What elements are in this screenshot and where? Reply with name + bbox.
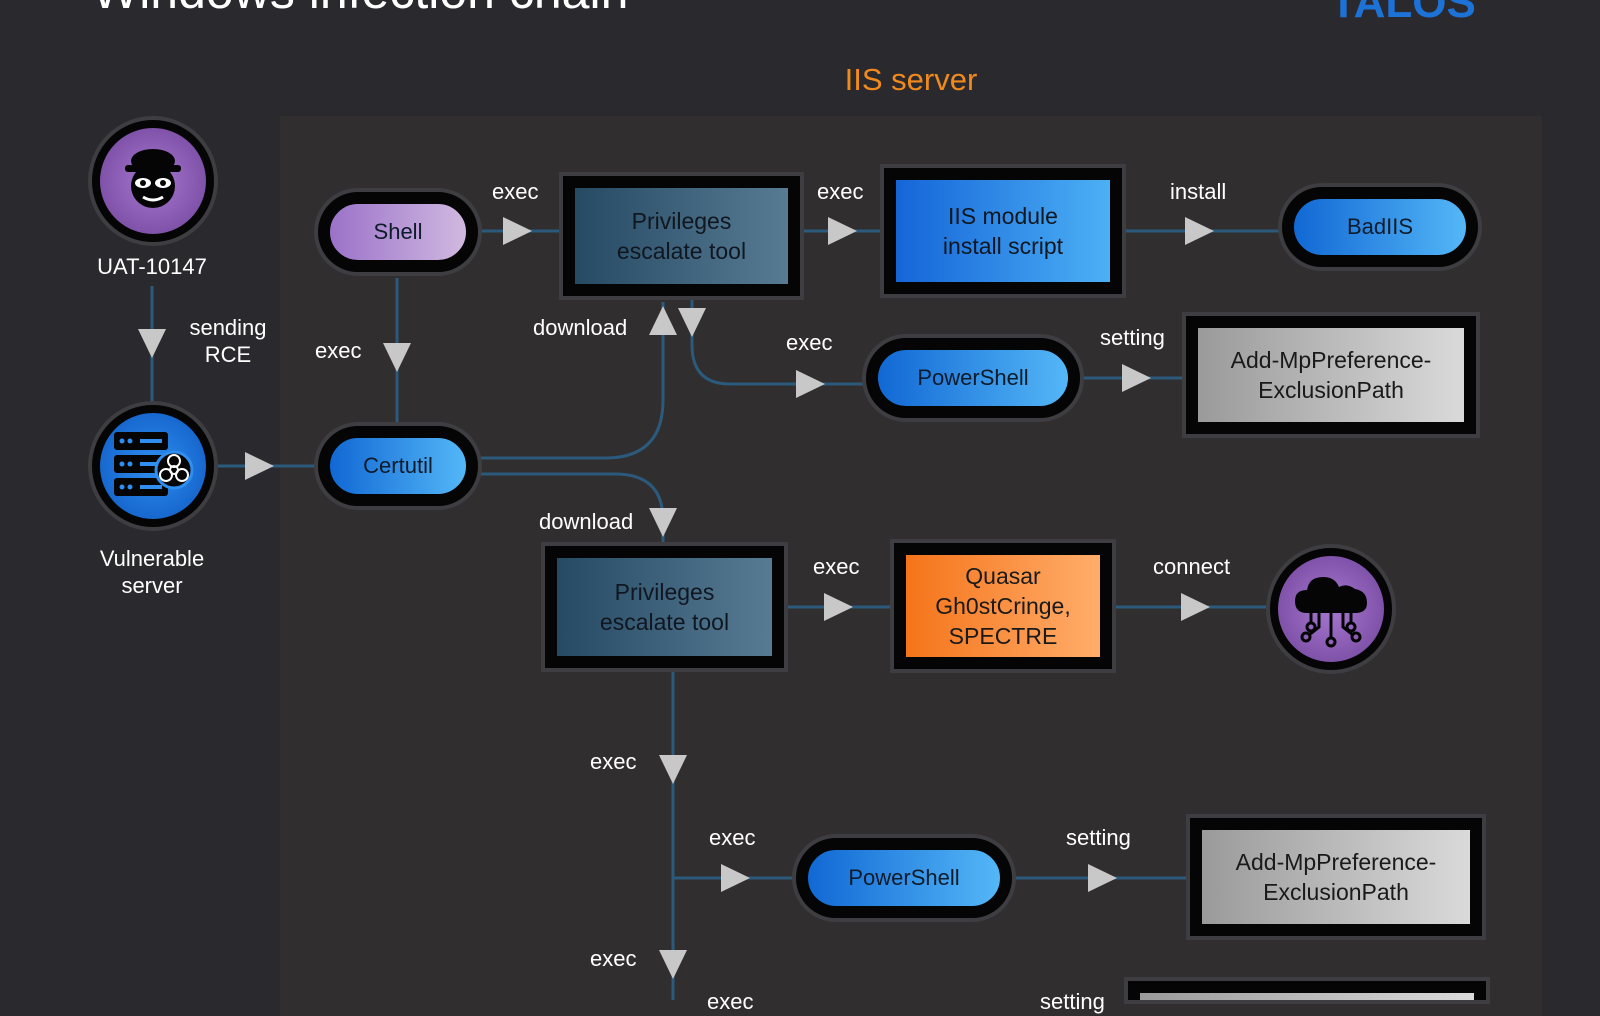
- hacker-icon: [125, 149, 181, 208]
- arrow-download-priv1: [649, 306, 677, 335]
- exec-cut-label: exec: [707, 989, 754, 1014]
- iis-module-line1: IIS module: [948, 203, 1058, 229]
- shell-node: Shell: [318, 192, 478, 272]
- powershell-1-label: PowerShell: [917, 365, 1029, 390]
- iis-module-install-script: IIS module install script: [884, 168, 1122, 294]
- quasar-line3: SPECTRE: [948, 623, 1058, 649]
- quasar-line2: Gh0stCringe,: [935, 593, 1071, 619]
- arrow-quasar-c2: [1181, 593, 1210, 621]
- infected-server-icon: [114, 432, 194, 496]
- badiis-node: BadIIS: [1282, 187, 1478, 267]
- arrow-shell-priv1: [503, 217, 532, 245]
- shell-exec-label: exec: [492, 179, 539, 204]
- vulnerable-server-label: Vulnerable server: [62, 545, 242, 599]
- addmp-2-line2: ExclusionPath: [1263, 879, 1409, 905]
- download-2-label: download: [539, 509, 634, 534]
- powershell-2-label: PowerShell: [848, 865, 960, 890]
- cloud-network-icon: [1295, 577, 1367, 648]
- ps2-exec-label: exec: [709, 825, 756, 850]
- iis-module-line2: install script: [942, 233, 1064, 259]
- vulnerable-server-label-line1: Vulnerable: [99, 546, 205, 571]
- shell-label: Shell: [373, 219, 423, 244]
- vulnerable-server-node: [92, 405, 214, 527]
- rce-label: RCE: [204, 342, 252, 367]
- edge-priv1-ps1: [690, 300, 866, 386]
- talos-logo: TALOS: [1330, 0, 1476, 27]
- arrow-shell-certutil: [383, 343, 411, 372]
- privileges-escalate-tool-2: Privileges escalate tool: [545, 546, 784, 668]
- sending-label: sending: [189, 315, 267, 340]
- priv-tool-1-line2: escalate tool: [616, 238, 747, 264]
- priv1-exec-label: exec: [817, 179, 864, 204]
- arrow-exec-down-1: [659, 755, 687, 784]
- region-title: IIS server: [844, 62, 978, 97]
- addmp-2-line1: Add-MpPreference-: [1235, 849, 1437, 875]
- ps1-exec-label: exec: [786, 330, 833, 355]
- exec-down-1-label: exec: [590, 749, 637, 774]
- setting-cut-label: setting: [1040, 989, 1105, 1014]
- edge-certutil-priv1: [478, 302, 665, 460]
- certutil-label: Certutil: [363, 453, 433, 478]
- arrow-priv1-iis: [828, 217, 857, 245]
- setting-1-label: setting: [1100, 325, 1165, 350]
- add-mppreference-node-3-partial: [1128, 981, 1486, 1000]
- priv2-exec-label: exec: [813, 554, 860, 579]
- powershell-node-1: PowerShell: [866, 338, 1080, 418]
- addmp-1-line1: Add-MpPreference-: [1230, 347, 1432, 373]
- actor-node: [92, 120, 214, 242]
- connect-label: connect: [1153, 554, 1231, 579]
- c2-cloud-node: [1270, 548, 1392, 670]
- quasar-line1: Quasar: [965, 563, 1041, 589]
- sending-rce-label: sending RCE: [178, 314, 278, 368]
- addmp-1-line2: ExclusionPath: [1258, 377, 1404, 403]
- exec-down-2-label: exec: [590, 946, 637, 971]
- priv-tool-2-line1: Privileges: [614, 579, 715, 605]
- arrow-ps1-addmp1: [1122, 364, 1151, 392]
- certutil-node: Certutil: [318, 426, 478, 506]
- quasar-node: Quasar Gh0stCringe, SPECTRE: [894, 543, 1112, 669]
- powershell-node-2: PowerShell: [796, 838, 1012, 918]
- arrow-sending-rce: [138, 329, 166, 358]
- arrow-download-priv2: [649, 508, 677, 537]
- priv-tool-1-line1: Privileges: [631, 208, 732, 234]
- priv-tool-2-line2: escalate tool: [599, 609, 730, 635]
- arrow-priv2-quasar: [824, 593, 853, 621]
- certutil-exec-label: exec: [315, 338, 362, 363]
- setting-2-label: setting: [1066, 825, 1131, 850]
- install-label: install: [1170, 179, 1227, 204]
- arrow-priv1-ps1: [678, 308, 706, 337]
- arrow-trunk-ps2: [721, 864, 750, 892]
- download-1-label: download: [533, 315, 628, 340]
- privileges-escalate-tool-1: Privileges escalate tool: [563, 176, 800, 296]
- page-title: Windows infection chain: [92, 0, 628, 20]
- vulnerable-server-label-line2: server: [121, 573, 183, 598]
- add-mppreference-node-2: Add-MpPreference- ExclusionPath: [1190, 818, 1482, 936]
- arrow-exec-down-2: [659, 950, 687, 979]
- add-mppreference-node-1: Add-MpPreference- ExclusionPath: [1186, 316, 1476, 434]
- actor-label: UAT-10147: [97, 254, 207, 279]
- badiis-label: BadIIS: [1346, 214, 1414, 239]
- arrow-ps2-addmp2: [1088, 864, 1117, 892]
- arrow-vuln-certutil: [245, 452, 274, 480]
- arrow-iis-badiis: [1185, 217, 1214, 245]
- arrow-ps1-exec: [796, 370, 825, 398]
